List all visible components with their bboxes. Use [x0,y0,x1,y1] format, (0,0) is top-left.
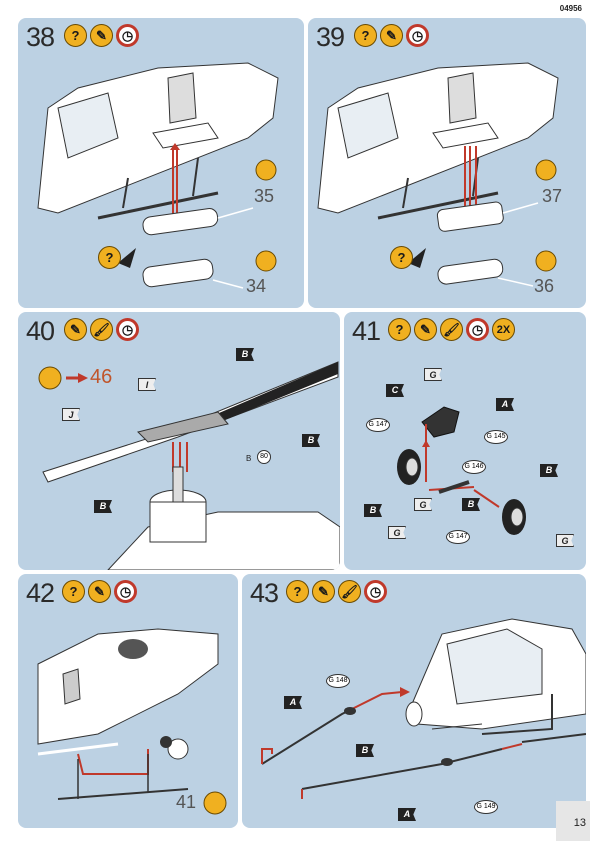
part-number: 37 [542,186,563,206]
color-flag: A [496,398,514,411]
paint-circle: G 145 [484,430,508,444]
step-icons: ? ✎ 🖌 ◷ 2X [388,318,515,341]
step-39-illustration [317,62,559,287]
glue-icon: ✎ [414,318,437,341]
part-number: 35 [254,186,275,206]
color-flag: C [386,384,404,397]
step-38-panel: 38 ? ✎ ◷ ? 35 34 [18,18,304,308]
paint-circle: G 149 [474,800,498,814]
step-icons: ✎ 🖌 ◷ [64,318,139,341]
question-icon: ? [64,24,87,47]
kit-code: 04956 [559,4,582,13]
paint-circle: G 148 [326,674,350,688]
question-icon: ? [354,24,377,47]
part-number: 34 [246,276,267,296]
step-40-illustration [38,361,340,570]
glue-icon: ✎ [90,24,113,47]
color-flag: B [540,464,558,477]
question-icon: ? [98,246,121,269]
part-number: 41 [176,792,197,812]
clock-icon: ◷ [364,580,387,603]
color-flag: B [94,500,112,513]
color-flag: B [302,434,320,447]
step-number: 42 [26,578,55,608]
question-icon: ? [286,580,309,603]
glue-icon: ✎ [312,580,335,603]
step-icons: ? ✎ ◷ [64,24,139,47]
paint-circle: G 146 [462,460,486,474]
step-icons: ? ✎ ◷ [354,24,429,47]
question-icon: ? [62,580,85,603]
step-38-illustration [37,62,279,289]
step-43-panel: 43 ? ✎ 🖌 ◷ A B A G 148 G 149 [242,574,586,828]
page-tab [556,801,590,841]
paint-prefix: B [246,454,252,463]
step-41-illustration [397,406,526,535]
clock-icon: ◷ [116,318,139,341]
glue-icon: ✎ [88,580,111,603]
step-number: 38 [26,22,55,52]
reference-step: 46 [90,366,113,388]
color-flag: A [284,696,302,709]
brush-icon: 🖌 [440,318,463,341]
clock-icon: ◷ [466,318,489,341]
step-number: 41 [352,316,381,346]
color-flag: A [398,808,416,821]
step-39-panel: 39 ? ✎ ◷ ? 37 36 [308,18,586,308]
color-flag: G [556,534,574,547]
step-icons: ? ✎ ◷ [62,580,137,603]
step-number: 39 [316,22,345,52]
part-number: 36 [534,276,555,296]
step-number: 40 [26,316,55,346]
color-flag: B [356,744,374,757]
step-41-panel: 41 ? ✎ 🖌 ◷ 2X C G A B B G G B G G 147 G … [344,312,586,570]
brush-icon: 🖌 [338,580,361,603]
glue-icon: ✎ [64,318,87,341]
step-number: 43 [250,578,279,608]
question-icon: ? [388,318,411,341]
color-flag: G [414,498,432,511]
question-icon: ? [390,246,413,269]
paint-circle: G 147 [446,530,470,544]
color-flag: I [138,378,156,391]
color-flag: B [364,504,382,517]
brush-icon: 🖌 [90,318,113,341]
paint-circle: 80 [257,450,271,464]
clock-icon: ◷ [114,580,137,603]
step-icons: ? ✎ 🖌 ◷ [286,580,387,603]
step-40-panel: 40 ✎ 🖌 ◷ 46 B I J B B B 80 [18,312,340,570]
step-42-panel: 42 ? ✎ ◷ 41 [18,574,238,828]
step-42-illustration [37,628,227,815]
glue-icon: ✎ [380,24,403,47]
paint-circle: G 147 [366,418,390,432]
2x-icon: 2X [492,318,515,341]
clock-icon: ◷ [406,24,429,47]
color-flag: G [424,368,442,381]
clock-icon: ◷ [116,24,139,47]
step-43-illustration [261,618,586,799]
page-number: 13 [573,817,586,829]
color-flag: G [388,526,406,539]
color-flag: B [462,498,480,511]
color-flag: B [236,348,254,361]
